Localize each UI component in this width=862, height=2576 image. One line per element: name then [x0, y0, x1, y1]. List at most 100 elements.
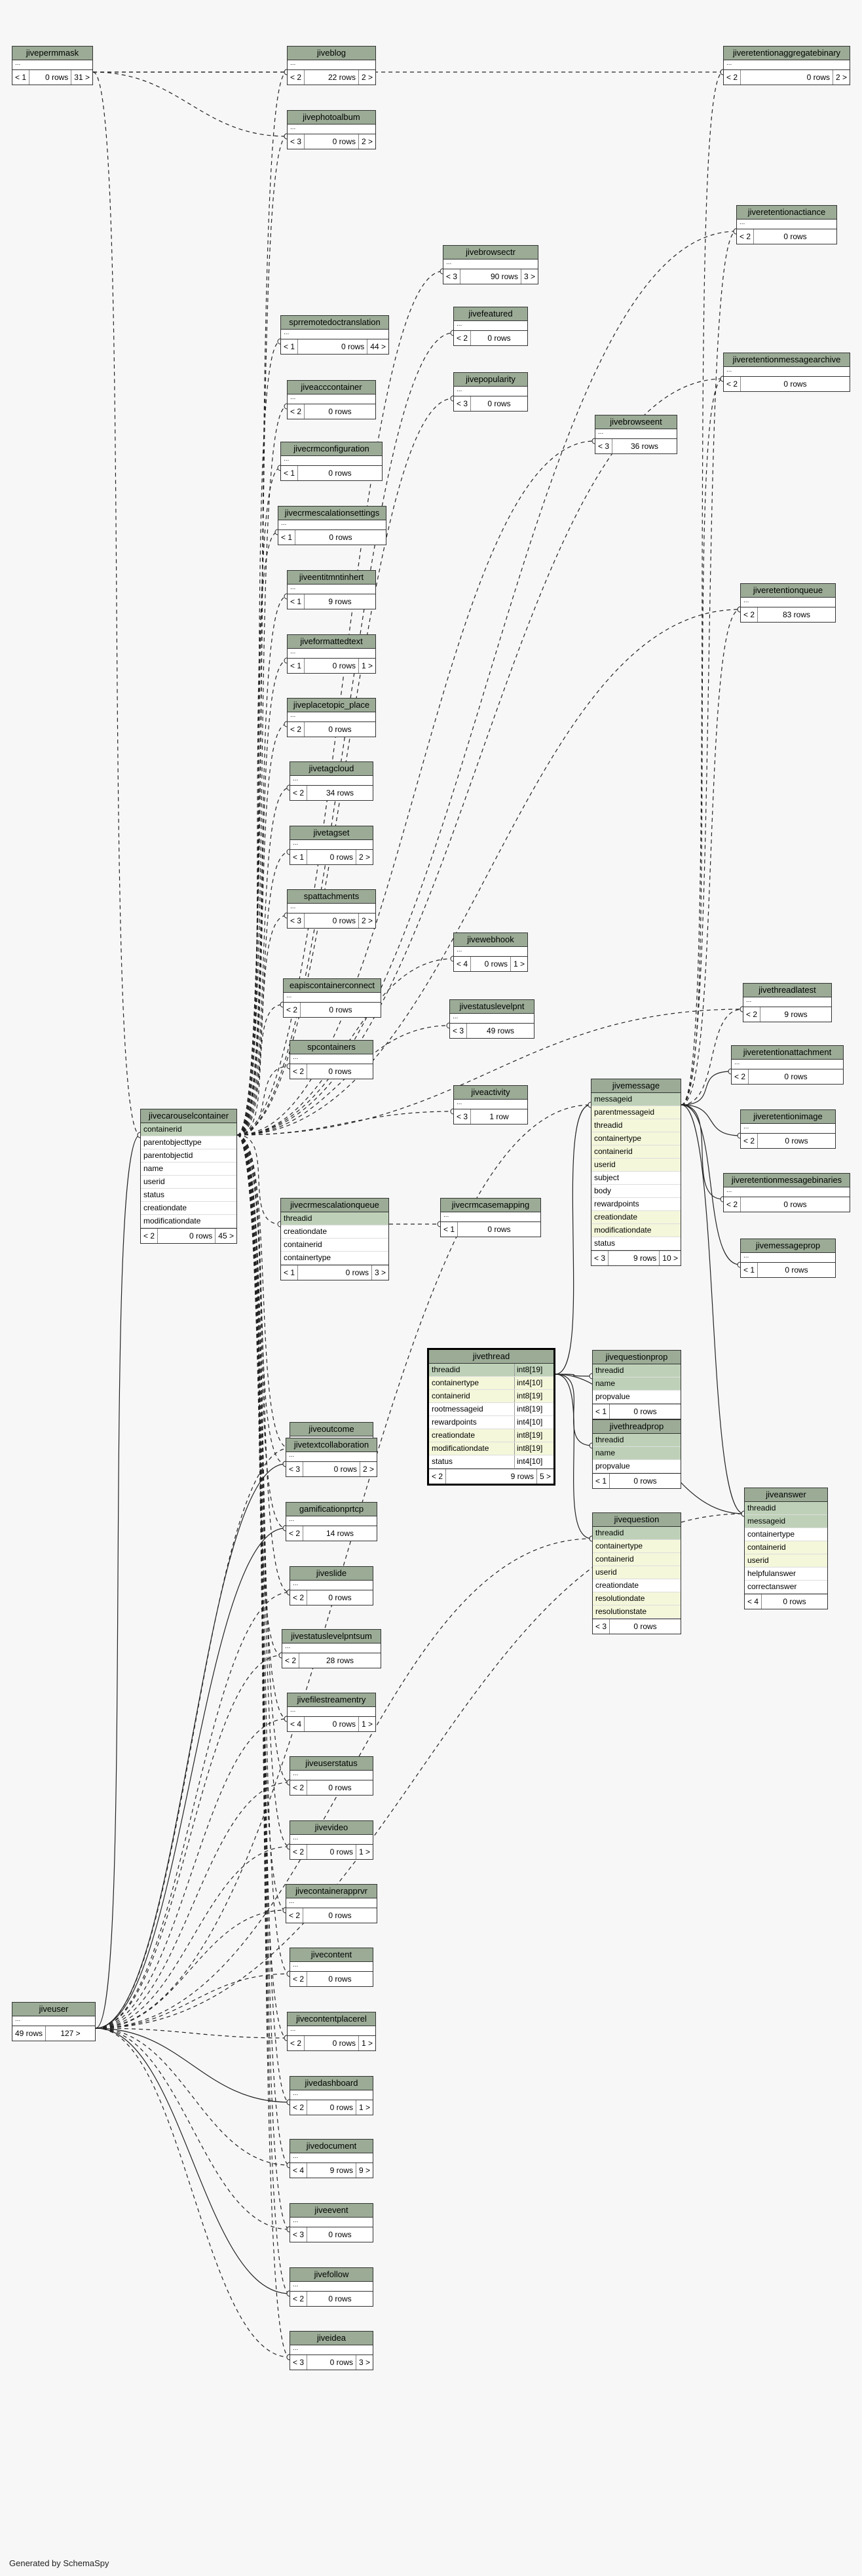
table-name[interactable]: jiveacccontainer [288, 381, 375, 394]
table-name[interactable]: jivetagcloud [290, 762, 373, 776]
column-row[interactable]: modificationdate [141, 1215, 236, 1228]
table-name[interactable]: jivedocument [290, 2140, 373, 2153]
column-row[interactable]: userid [593, 1566, 681, 1579]
column-row[interactable]: containertype [593, 1540, 681, 1553]
table-name[interactable]: jiveuser [12, 2003, 95, 2016]
table-name[interactable]: jivemessage [591, 1079, 681, 1093]
column-row[interactable]: creationdate [141, 1202, 236, 1215]
column-row[interactable]: messageid [591, 1093, 681, 1106]
column-row[interactable]: userid [745, 1554, 827, 1567]
table-name[interactable]: jivecrmcasemapping [441, 1199, 540, 1212]
table-name[interactable]: jiveslide [290, 1567, 373, 1581]
table-name[interactable]: jiveanswer [745, 1488, 827, 1502]
column-row[interactable]: containerid [593, 1553, 681, 1566]
column-row[interactable]: containertype [591, 1132, 681, 1145]
table-name[interactable]: jiveentitmntinhert [288, 571, 375, 585]
table-name[interactable]: spattachments [288, 890, 375, 904]
table-name[interactable]: jivetextcollaboration [286, 1438, 377, 1452]
table-name[interactable]: jivecontent [290, 1948, 373, 1962]
column-row[interactable]: propvalue [593, 1391, 681, 1404]
column-row[interactable]: subject [591, 1172, 681, 1185]
column-row[interactable]: threadid [593, 1364, 681, 1377]
column-row[interactable]: threadid [591, 1119, 681, 1132]
table-name[interactable]: gamificationprtcp [286, 1503, 377, 1516]
column-row[interactable]: name [593, 1377, 681, 1391]
table-name[interactable]: jiveformattedtext [288, 635, 375, 649]
table-name[interactable]: jivedashboard [290, 2077, 373, 2090]
table-name[interactable]: jivebrowsectr [443, 246, 538, 260]
table-name[interactable]: jiveblog [288, 47, 375, 60]
column-row[interactable]: parentmessageid [591, 1106, 681, 1119]
table-name[interactable]: jivebrowseent [595, 415, 677, 429]
column-row[interactable]: correctanswer [745, 1581, 827, 1594]
table-name[interactable]: jivethreadlatest [743, 984, 831, 997]
table-name[interactable]: jiveoutcome [290, 1423, 373, 1436]
column-row[interactable]: rewardpoints [591, 1198, 681, 1211]
column-row[interactable]: body [591, 1185, 681, 1198]
table-name[interactable]: jivepopularity [454, 373, 527, 387]
table-name[interactable]: spcontainers [290, 1041, 373, 1054]
table-name[interactable]: jiveretentionimage [741, 1110, 835, 1124]
table-name[interactable]: jivevideo [290, 1821, 373, 1835]
table-name[interactable]: jivecontainerapprvr [286, 1885, 377, 1898]
table-name[interactable]: jiveretentionattachment [732, 1046, 843, 1060]
column-row[interactable]: userid [591, 1159, 681, 1172]
table-name[interactable]: jivethread [429, 1350, 553, 1364]
column-row[interactable]: status [591, 1237, 681, 1250]
table-name[interactable]: jivemessageprop [741, 1239, 835, 1253]
column-row[interactable]: resolutiondate [593, 1592, 681, 1605]
column-row[interactable]: threadid [281, 1212, 388, 1225]
table-name[interactable]: jiveuserstatus [290, 1757, 373, 1771]
table-name[interactable]: sprremotedoctranslation [281, 316, 388, 330]
table-name[interactable]: jiveplacetopic_place [288, 699, 375, 712]
table-name[interactable]: jiveretentionactiance [737, 206, 836, 220]
table-name[interactable]: jiveidea [290, 2332, 373, 2345]
table-name[interactable]: jivecontentplacerel [288, 2012, 375, 2026]
table-name[interactable]: jiveretentionaggregatebinary [724, 47, 850, 60]
table-name[interactable]: jivephotoalbum [288, 111, 375, 125]
column-row[interactable]: threadid [745, 1502, 827, 1515]
column-row[interactable]: propvalue [593, 1460, 681, 1473]
